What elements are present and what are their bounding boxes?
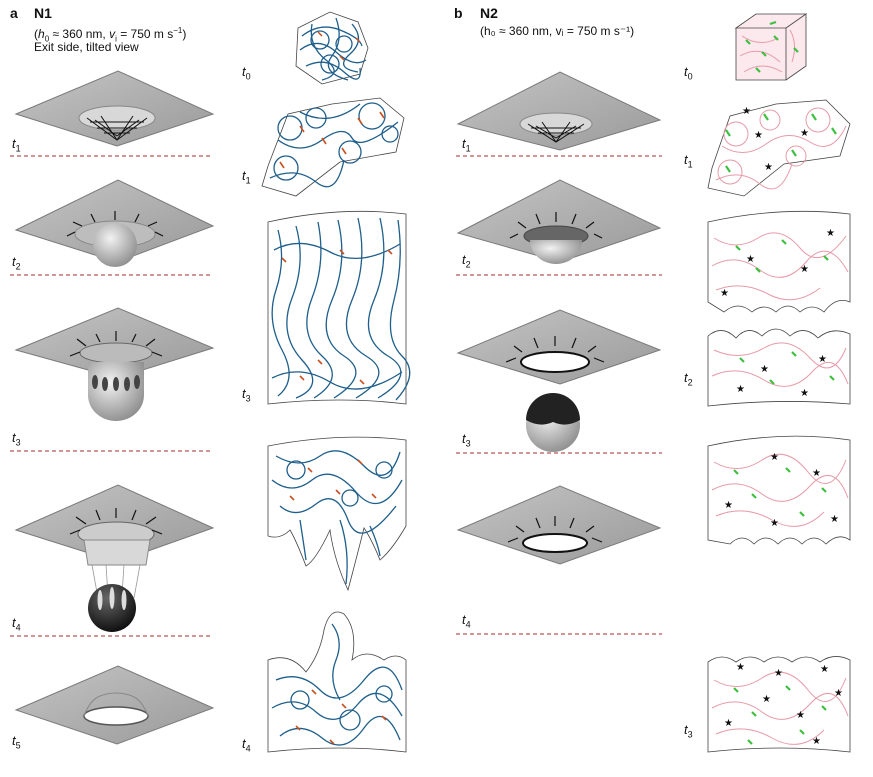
svg-text:★: ★: [820, 664, 829, 675]
svg-text:★: ★: [724, 718, 733, 729]
time-label: t4: [462, 612, 471, 630]
svg-text:★: ★: [796, 710, 805, 721]
time-label: t4: [12, 615, 21, 633]
svg-text:★: ★: [762, 694, 771, 705]
time-label: t1: [462, 136, 471, 154]
time-label: t1: [242, 168, 251, 186]
network-a-t4: [267, 611, 407, 753]
network-b-t2: ★ ★ ★ ★ ★ ★ ★ ★: [707, 210, 851, 407]
network-a-t1: [261, 97, 405, 197]
plate-icon: [456, 309, 662, 385]
panel-a-subtitle: Exit side, tilted view: [34, 40, 139, 54]
svg-text:★: ★: [724, 500, 733, 511]
svg-text:★: ★: [770, 518, 779, 529]
network-a-t0: [295, 11, 369, 85]
network-b-t0: [734, 13, 808, 81]
dividers: [10, 155, 662, 637]
svg-text:★: ★: [736, 384, 745, 395]
time-label: t1: [684, 152, 693, 170]
panel-b-conditions: (h₀ ≈ 360 nm, vᵢ = 750 m s⁻¹): [480, 24, 635, 38]
network-b-t3a: ★ ★ ★ ★ ★: [707, 435, 851, 545]
svg-text:★: ★: [812, 736, 821, 747]
svg-text:★: ★: [800, 388, 809, 399]
svg-text:★: ★: [800, 264, 809, 275]
svg-text:★: ★: [812, 468, 821, 479]
plate-icon: [456, 485, 662, 565]
time-label: t1: [12, 136, 21, 154]
svg-text:★: ★: [830, 514, 839, 525]
panel-a-conditions: (h0 ≈ 360 nm, vi = 750 m s−1): [34, 26, 187, 44]
projectile-icon: [530, 240, 582, 264]
svg-text:★: ★: [818, 354, 827, 365]
network-a-t3: [267, 210, 411, 405]
time-label: t0: [242, 64, 251, 82]
plate-b-t1: [456, 71, 662, 151]
time-label: t5: [12, 733, 21, 751]
svg-text:★: ★: [834, 688, 843, 699]
svg-text:★: ★: [800, 128, 809, 139]
svg-text:★: ★: [760, 364, 769, 375]
plate-a-t4: [14, 484, 215, 632]
svg-text:★: ★: [720, 288, 729, 299]
network-b-t3: ★ ★ ★ ★ ★ ★ ★ ★: [707, 656, 851, 753]
time-label: t0: [684, 64, 693, 82]
projectile-icon: [93, 223, 137, 267]
svg-text:★: ★: [742, 106, 751, 117]
svg-text:★: ★: [774, 668, 783, 679]
time-label: t3: [684, 722, 693, 740]
panel-a-letter: a: [10, 5, 18, 21]
panel-b-letter: b: [454, 5, 463, 21]
plate-icon: [456, 179, 662, 263]
svg-text:★: ★: [764, 162, 773, 173]
svg-text:★: ★: [770, 452, 779, 463]
time-label: t2: [684, 370, 693, 388]
time-label: t2: [12, 254, 21, 272]
svg-text:★: ★: [826, 228, 835, 239]
svg-text:★: ★: [754, 130, 763, 141]
svg-text:★: ★: [746, 254, 755, 265]
time-label: t4: [242, 736, 251, 754]
time-label: t3: [242, 386, 251, 404]
network-a-t3b: [267, 436, 407, 592]
plate-a-t5: [14, 665, 215, 745]
time-label: t3: [12, 430, 21, 448]
svg-text:★: ★: [736, 662, 745, 673]
time-label: t2: [462, 252, 471, 270]
plate-b-t2: [456, 179, 662, 264]
plate-b-t3: [456, 309, 662, 452]
projectile-icon: [88, 362, 144, 421]
plate-a-t3: [14, 307, 215, 421]
plate-b-t4: [456, 485, 662, 565]
network-b-t1: ★ ★ ★ ★: [707, 99, 851, 197]
plate-a-t2: [14, 179, 215, 267]
plate-a-t1: [14, 70, 215, 147]
panel-a-title: N1: [34, 5, 52, 21]
plate-icon: [14, 665, 215, 745]
panel-b-title: N2: [480, 5, 498, 21]
time-label: t3: [462, 431, 471, 449]
plate-icon: [456, 71, 662, 151]
